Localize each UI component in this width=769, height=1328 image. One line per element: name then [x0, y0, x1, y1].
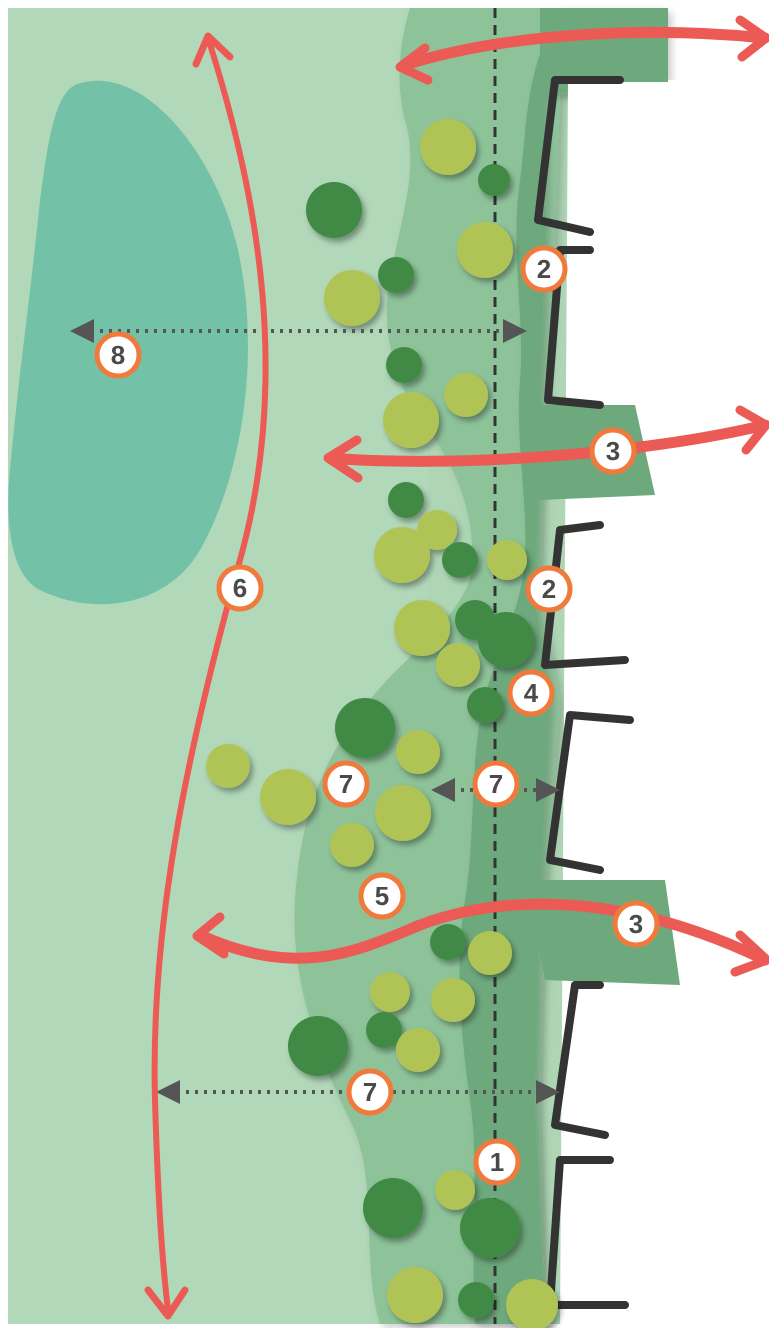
- tree-canopy-icon: [378, 257, 414, 293]
- tree-canopy-icon: [394, 600, 450, 656]
- building-frontage: [560, 80, 769, 1328]
- tree-canopy-icon: [260, 769, 316, 825]
- tree-canopy-icon: [387, 1267, 443, 1323]
- tree-canopy-icon: [430, 924, 466, 960]
- badge-2b: 2: [528, 568, 570, 610]
- badge-label: 3: [606, 436, 620, 466]
- tree-canopy-icon: [366, 1012, 402, 1048]
- badge-label: 2: [542, 574, 556, 604]
- tree-canopy-icon: [383, 392, 439, 448]
- tree-canopy-icon: [374, 527, 430, 583]
- badge-7c: 7: [349, 1071, 391, 1113]
- tree-canopy-icon: [467, 687, 503, 723]
- tree-canopy-icon: [478, 164, 510, 196]
- badge-7a: 7: [325, 763, 367, 805]
- tree-canopy-icon: [460, 1198, 520, 1258]
- tree-canopy-icon: [442, 542, 478, 578]
- tree-canopy-icon: [375, 785, 431, 841]
- badge-8: 8: [97, 334, 139, 376]
- tree-canopy-icon: [396, 730, 440, 774]
- badge-1: 1: [476, 1141, 518, 1183]
- badge-label: 3: [629, 909, 643, 939]
- badge-3b: 3: [615, 903, 657, 945]
- tree-canopy-icon: [457, 222, 513, 278]
- badge-label: 5: [375, 881, 389, 911]
- tree-canopy-icon: [444, 373, 488, 417]
- tree-canopy-icon: [363, 1178, 423, 1238]
- tree-canopy-icon: [324, 270, 380, 326]
- badge-label: 7: [489, 769, 503, 799]
- badge-label: 4: [524, 678, 539, 708]
- badge-label: 2: [537, 254, 551, 284]
- tree-canopy-icon: [370, 972, 410, 1012]
- badge-2a: 2: [523, 248, 565, 290]
- tree-canopy-icon: [288, 1016, 348, 1076]
- tree-canopy-icon: [420, 119, 476, 175]
- badge-3a: 3: [592, 430, 634, 472]
- tree-canopy-icon: [306, 182, 362, 238]
- badge-4: 4: [510, 672, 552, 714]
- tree-canopy-icon: [330, 823, 374, 867]
- tree-canopy-icon: [386, 347, 422, 383]
- badge-6: 6: [219, 567, 261, 609]
- plaza-top: [540, 8, 668, 82]
- tree-canopy-icon: [396, 1028, 440, 1072]
- badge-label: 7: [363, 1077, 377, 1107]
- tree-canopy-icon: [458, 1282, 494, 1318]
- badge-label: 8: [111, 340, 125, 370]
- tree-canopy-icon: [478, 612, 534, 668]
- tree-canopy-icon: [206, 744, 250, 788]
- badge-7b: 7: [475, 763, 517, 805]
- badge-label: 1: [490, 1147, 504, 1177]
- tree-canopy-icon: [435, 1170, 475, 1210]
- tree-canopy-icon: [388, 482, 424, 518]
- badge-5: 5: [361, 875, 403, 917]
- tree-canopy-icon: [436, 643, 480, 687]
- tree-canopy-icon: [335, 698, 395, 758]
- tree-canopy-icon: [431, 978, 475, 1022]
- badge-label: 7: [339, 769, 353, 799]
- badge-label: 6: [233, 573, 247, 603]
- tree-canopy-icon: [487, 540, 527, 580]
- tree-canopy-icon: [468, 931, 512, 975]
